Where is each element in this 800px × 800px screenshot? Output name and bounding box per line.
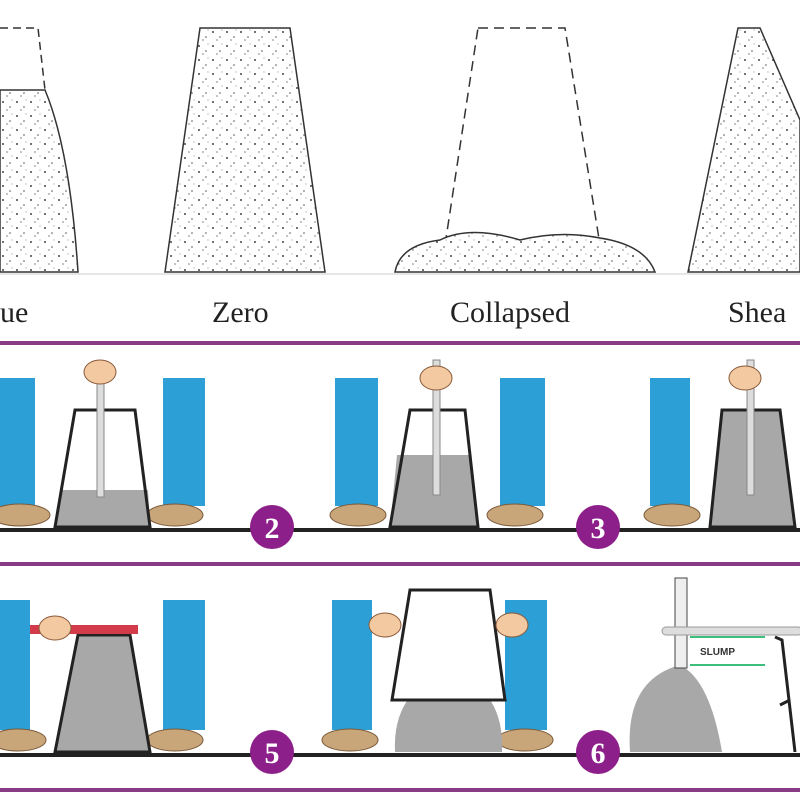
label-true: ue [0,296,28,329]
legs [0,378,690,506]
step-badge-2: 2 [250,505,294,549]
slump-label: SLUMP [700,647,735,658]
step-badge-6: 6 [576,730,620,774]
label-collapsed: Collapsed [450,296,570,329]
step-row-2: SLUMP 5 6 [0,577,800,774]
feet [0,728,554,752]
svg-text:3: 3 [591,512,606,545]
svg-text:2: 2 [265,512,280,545]
svg-text:5: 5 [265,737,280,770]
slump-measurement: SLUMP [629,577,800,753]
step-badge-5: 5 [250,730,294,774]
cone-step-5 [30,615,152,754]
cone-step-1 [53,359,152,529]
step-badge-3: 3 [576,505,620,549]
slump-type-zero [164,27,326,273]
cone-step-3 [708,359,797,529]
label-shear: Shea [728,296,786,329]
cone-step-2 [388,359,480,529]
slump-type-collapsed [394,27,657,273]
divider-line [0,341,800,345]
cone-step-6-lifted [368,588,529,752]
svg-text:6: 6 [591,737,606,770]
slump-type-shear [687,27,800,273]
divider-line [0,562,800,566]
label-zero: Zero [212,296,269,329]
divider-line [0,788,800,792]
slump-type-true [0,27,79,273]
legs [0,600,547,730]
feet [0,503,701,527]
step-row-1: 2 3 [0,359,800,549]
